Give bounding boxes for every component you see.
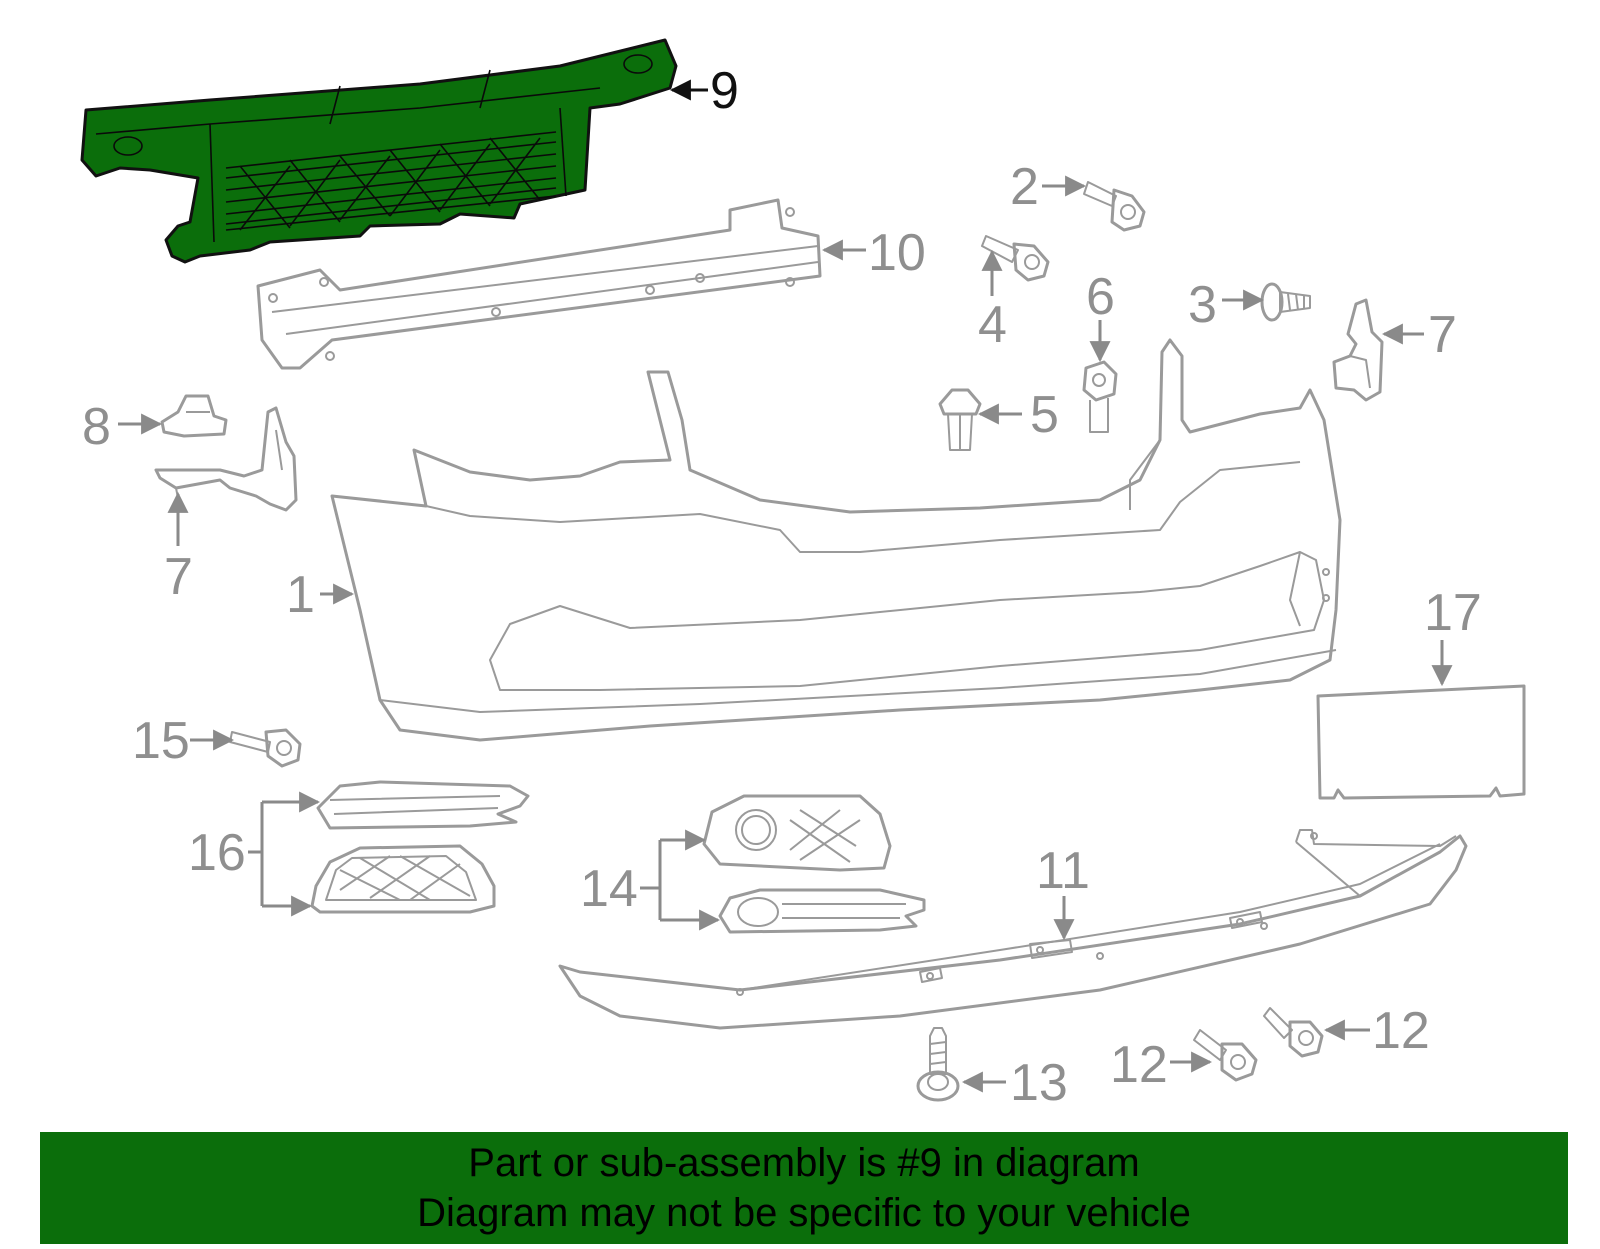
part-16-bezels-left[interactable] [310,780,530,914]
part-15-bolt[interactable] [229,728,302,768]
callout-10[interactable]: 10 [868,224,926,282]
part-13-bolt[interactable] [916,1027,960,1102]
part-8-clip[interactable] [160,394,228,438]
callout-4[interactable]: 4 [978,296,1007,354]
callout-14[interactable]: 14 [580,860,638,918]
part-1-bumper-cover[interactable] [330,338,1342,742]
info-banner: Part or sub-assembly is #9 in diagram Di… [40,1132,1568,1244]
callout-11[interactable]: 11 [1036,842,1090,900]
callout-12-left[interactable]: 12 [1110,1036,1168,1094]
part-12-bolt-right[interactable] [1263,1007,1324,1058]
callout-17[interactable]: 17 [1424,584,1482,642]
part-11-lower-fascia[interactable] [558,829,1468,1030]
part-3-push-pin[interactable] [1260,282,1311,322]
callout-5[interactable]: 5 [1030,386,1059,444]
part-2-bolt[interactable] [1083,181,1146,232]
part-9-grille-support[interactable] [80,38,678,264]
part-7-bracket-right[interactable] [1332,298,1384,402]
callout-16[interactable]: 16 [188,824,246,882]
callout-2[interactable]: 2 [1010,158,1039,216]
part-14-fog-bezels[interactable] [702,794,926,934]
banner-line-2: Diagram may not be specific to your vehi… [417,1191,1191,1235]
callout-7-right[interactable]: 7 [1428,306,1457,364]
callout-6[interactable]: 6 [1086,268,1115,326]
callout-15[interactable]: 15 [132,712,190,770]
part-5-retainer[interactable] [938,388,982,451]
part-10-reinforcement[interactable] [256,198,822,370]
part-12-bolt-left[interactable] [1193,1029,1258,1082]
callout-8[interactable]: 8 [82,398,111,456]
callout-9[interactable]: 9 [710,62,739,120]
callout-13[interactable]: 13 [1010,1054,1068,1112]
part-6-nut[interactable] [1082,360,1118,433]
callout-7-left[interactable]: 7 [164,548,193,606]
part-17-cover-plate[interactable] [1316,684,1526,800]
callout-1[interactable]: 1 [286,566,315,624]
callout-12-right[interactable]: 12 [1372,1002,1430,1060]
callout-3[interactable]: 3 [1188,276,1217,334]
part-4-bolt[interactable] [981,235,1050,282]
banner-line-1: Part or sub-assembly is #9 in diagram [468,1141,1140,1185]
